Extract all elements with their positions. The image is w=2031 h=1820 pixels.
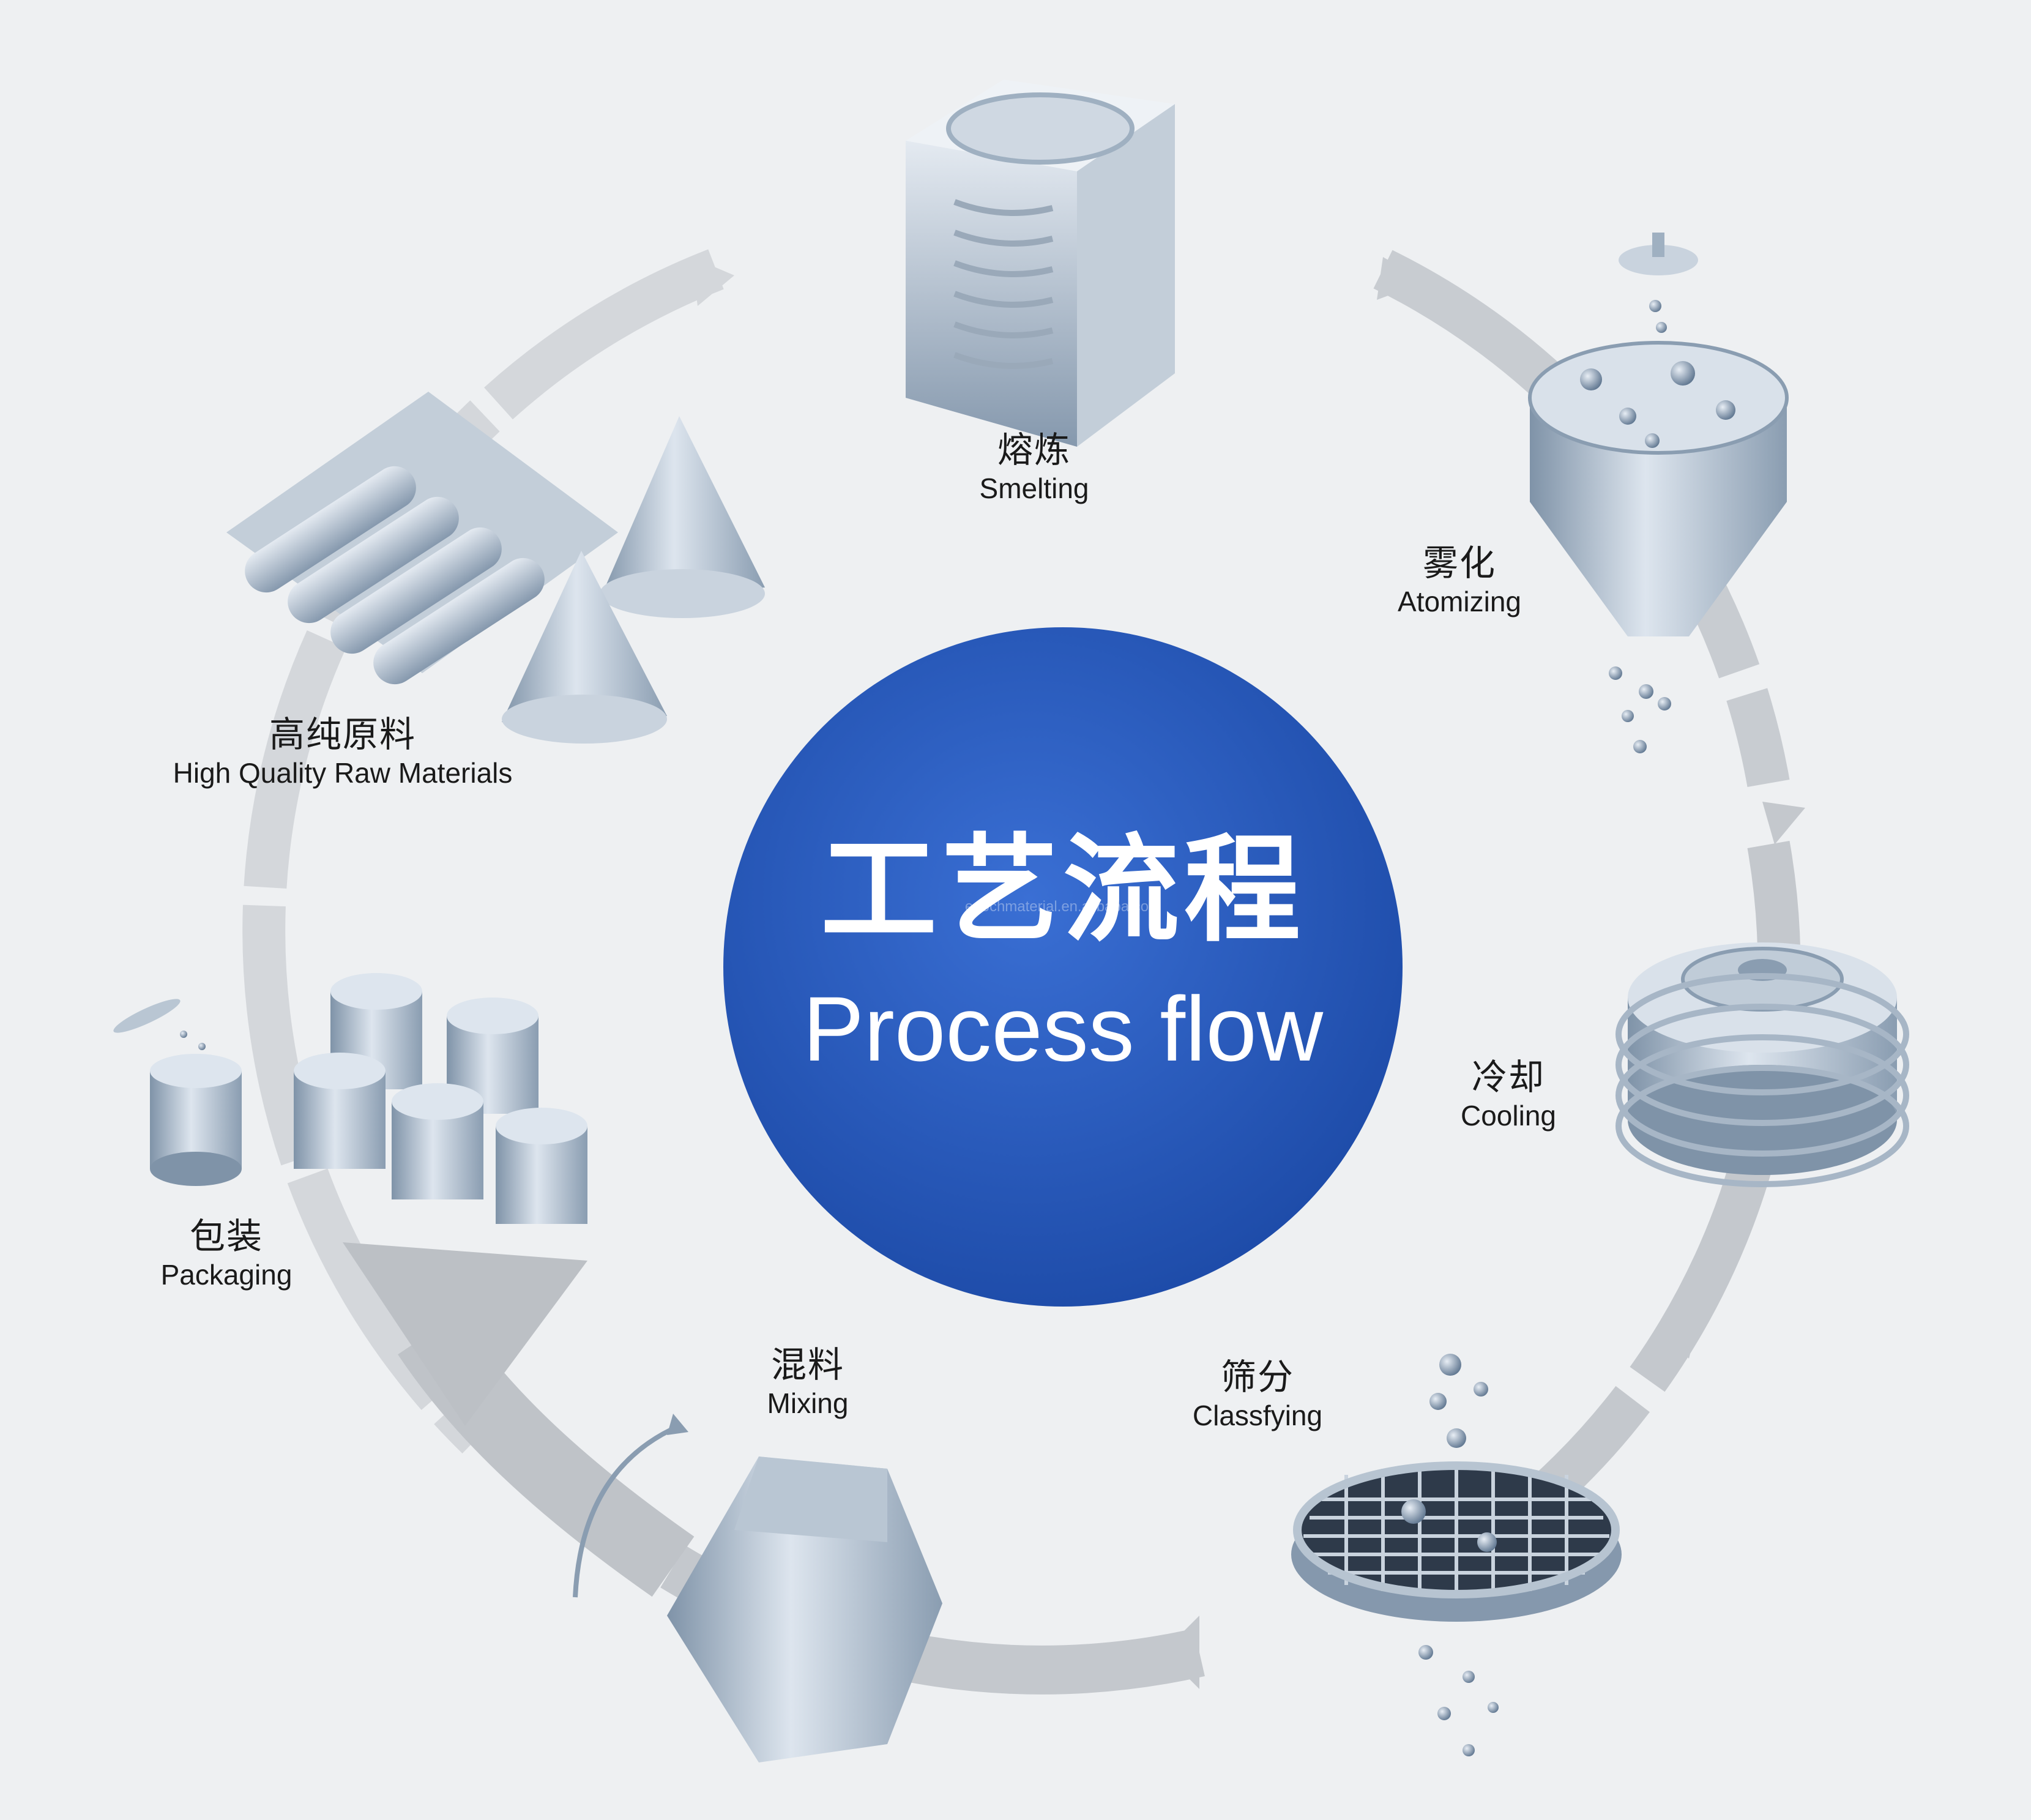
atomizing-tower-icon <box>1528 233 1789 753</box>
label-atomizing-en: Atomizing <box>1398 586 1521 617</box>
sieve-icon <box>1291 1354 1622 1756</box>
smelting-furnace-icon <box>906 80 1175 447</box>
label-cooling: 冷却 Cooling <box>1461 1056 1556 1133</box>
label-atomizing: 雾化 Atomizing <box>1398 542 1521 619</box>
label-mixing-en: Mixing <box>767 1387 849 1419</box>
raw-materials-icon <box>226 392 765 744</box>
cooling-coil-icon <box>1615 942 1909 1187</box>
label-cooling-en: Cooling <box>1461 1100 1556 1132</box>
flow-ring <box>242 249 1805 1695</box>
label-raw-materials-zh: 高纯原料 <box>269 714 416 755</box>
big-arrow-head <box>343 1242 587 1426</box>
label-classfying: 筛分 Classfying <box>1193 1356 1322 1433</box>
center-subtitle: Process flow <box>802 977 1324 1080</box>
label-classfying-zh: 筛分 <box>1220 1356 1295 1398</box>
label-packaging: 包装 Packaging <box>161 1215 293 1292</box>
center-circle <box>723 627 1403 1307</box>
packaging-cans-icon <box>113 973 587 1224</box>
label-packaging-zh: 包装 <box>189 1215 264 1257</box>
label-smelting: 熔炼 Smelting <box>980 428 1089 505</box>
label-packaging-en: Packaging <box>160 1259 293 1291</box>
label-mixing-zh: 混料 <box>770 1344 844 1386</box>
label-raw-materials-en: High Quality Raw Materials <box>173 757 513 789</box>
label-cooling-zh: 冷却 <box>1471 1056 1545 1098</box>
label-smelting-en: Smelting <box>979 472 1089 504</box>
label-raw-materials: 高纯原料 High Quality Raw Materials <box>173 713 513 790</box>
mixer-icon <box>573 1414 942 1762</box>
watermark-text: epochmaterial.en.alibaba.com <box>964 898 1161 915</box>
label-smelting-zh: 熔炼 <box>997 429 1071 471</box>
center-title: 工艺流程 <box>820 822 1306 958</box>
label-classfying-en: Classfying <box>1192 1400 1323 1431</box>
label-atomizing-zh: 雾化 <box>1422 542 1496 584</box>
label-mixing: 混料 Mixing <box>767 1343 849 1420</box>
